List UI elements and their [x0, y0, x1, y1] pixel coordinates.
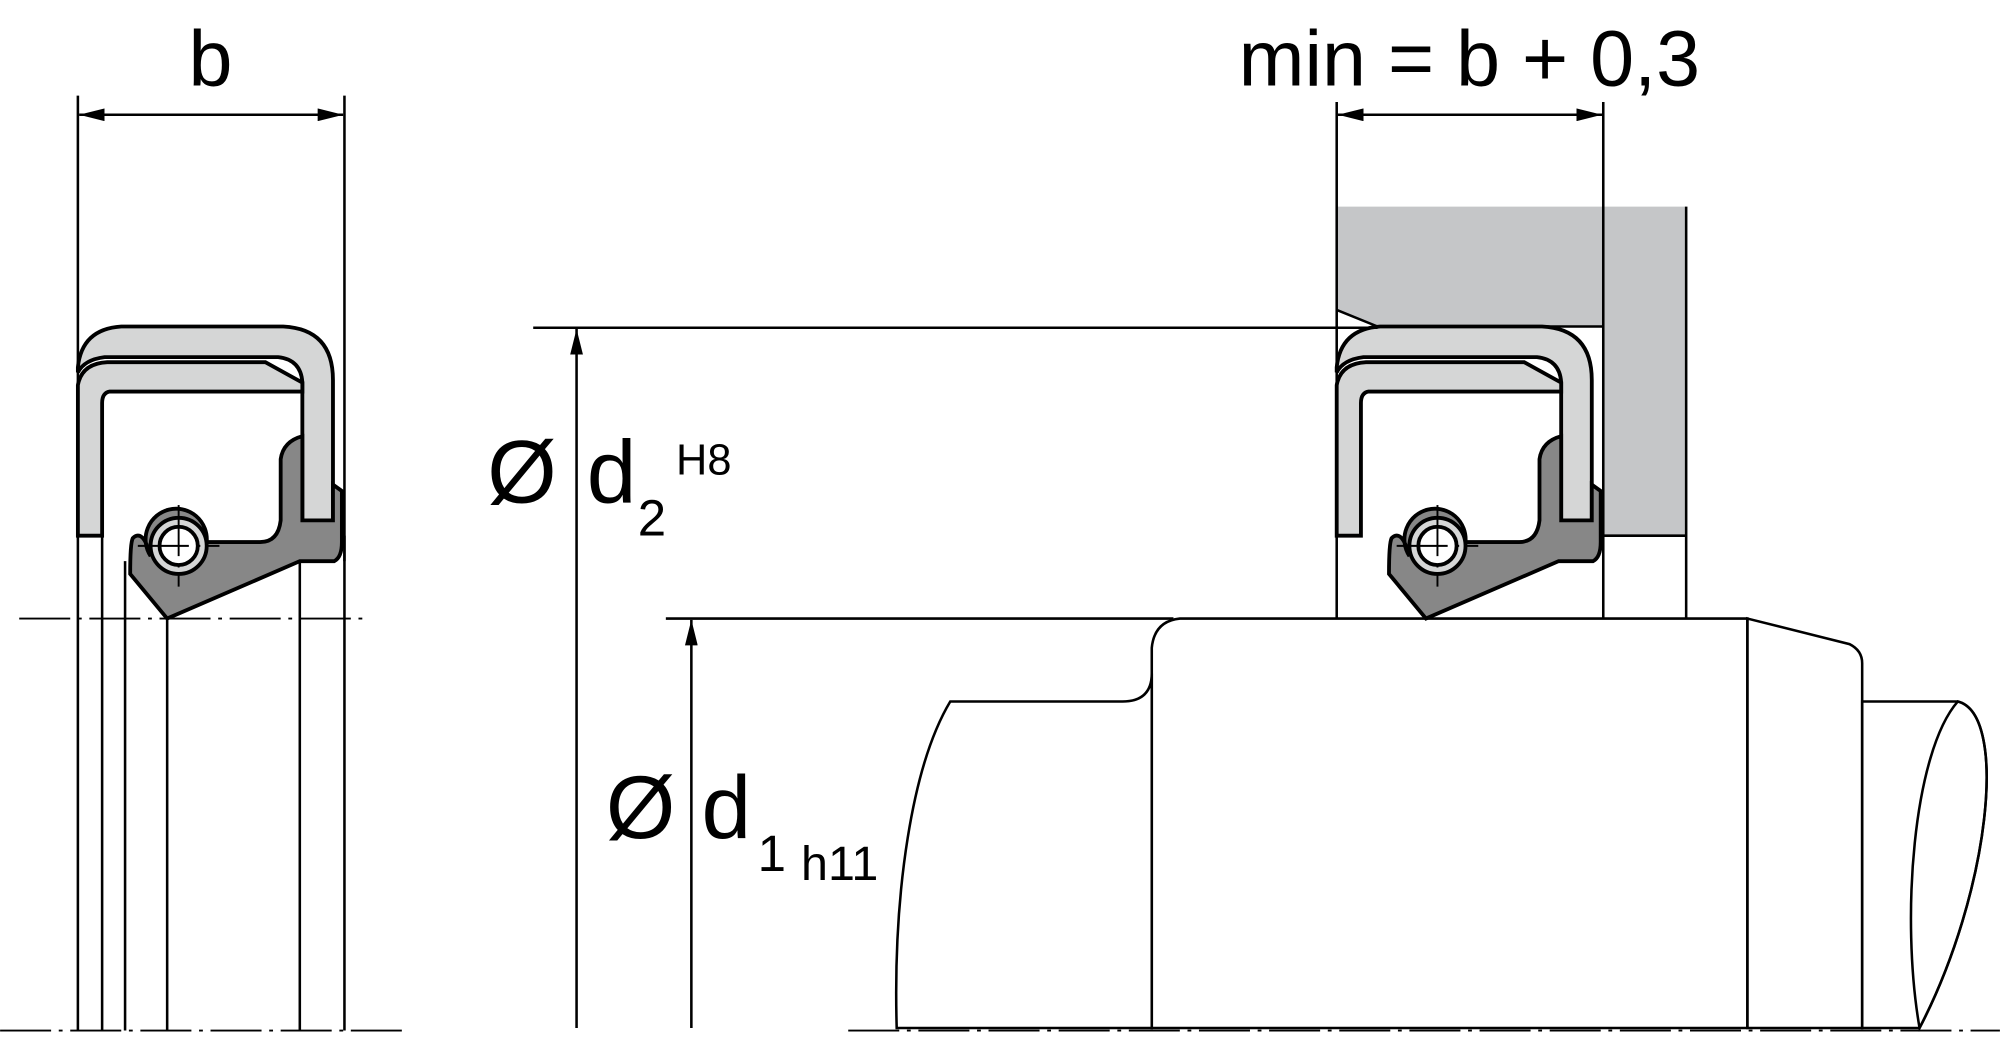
bore-symbol: Ø — [487, 422, 556, 522]
seal-installed — [1334, 324, 1603, 621]
bore-d: d — [587, 422, 637, 522]
seal-cross-section-left: b — [0, 13, 409, 1032]
label-b: b — [189, 13, 233, 102]
shaft-sub: 1 — [758, 825, 786, 882]
installation-view: min = b + 0,3 Ø d 2 H8 Ø d 1 h11 — [487, 13, 2000, 1032]
bore-tolerance: H8 — [676, 436, 731, 484]
shaft-tolerance: h11 — [801, 837, 878, 891]
bore-sub: 2 — [638, 490, 666, 547]
shaft-symbol: Ø — [606, 757, 675, 857]
shaft-d: d — [702, 757, 752, 857]
shaft — [894, 616, 1988, 1032]
label-min-width: min = b + 0,3 — [1239, 13, 1700, 102]
housing — [1336, 206, 1687, 536]
